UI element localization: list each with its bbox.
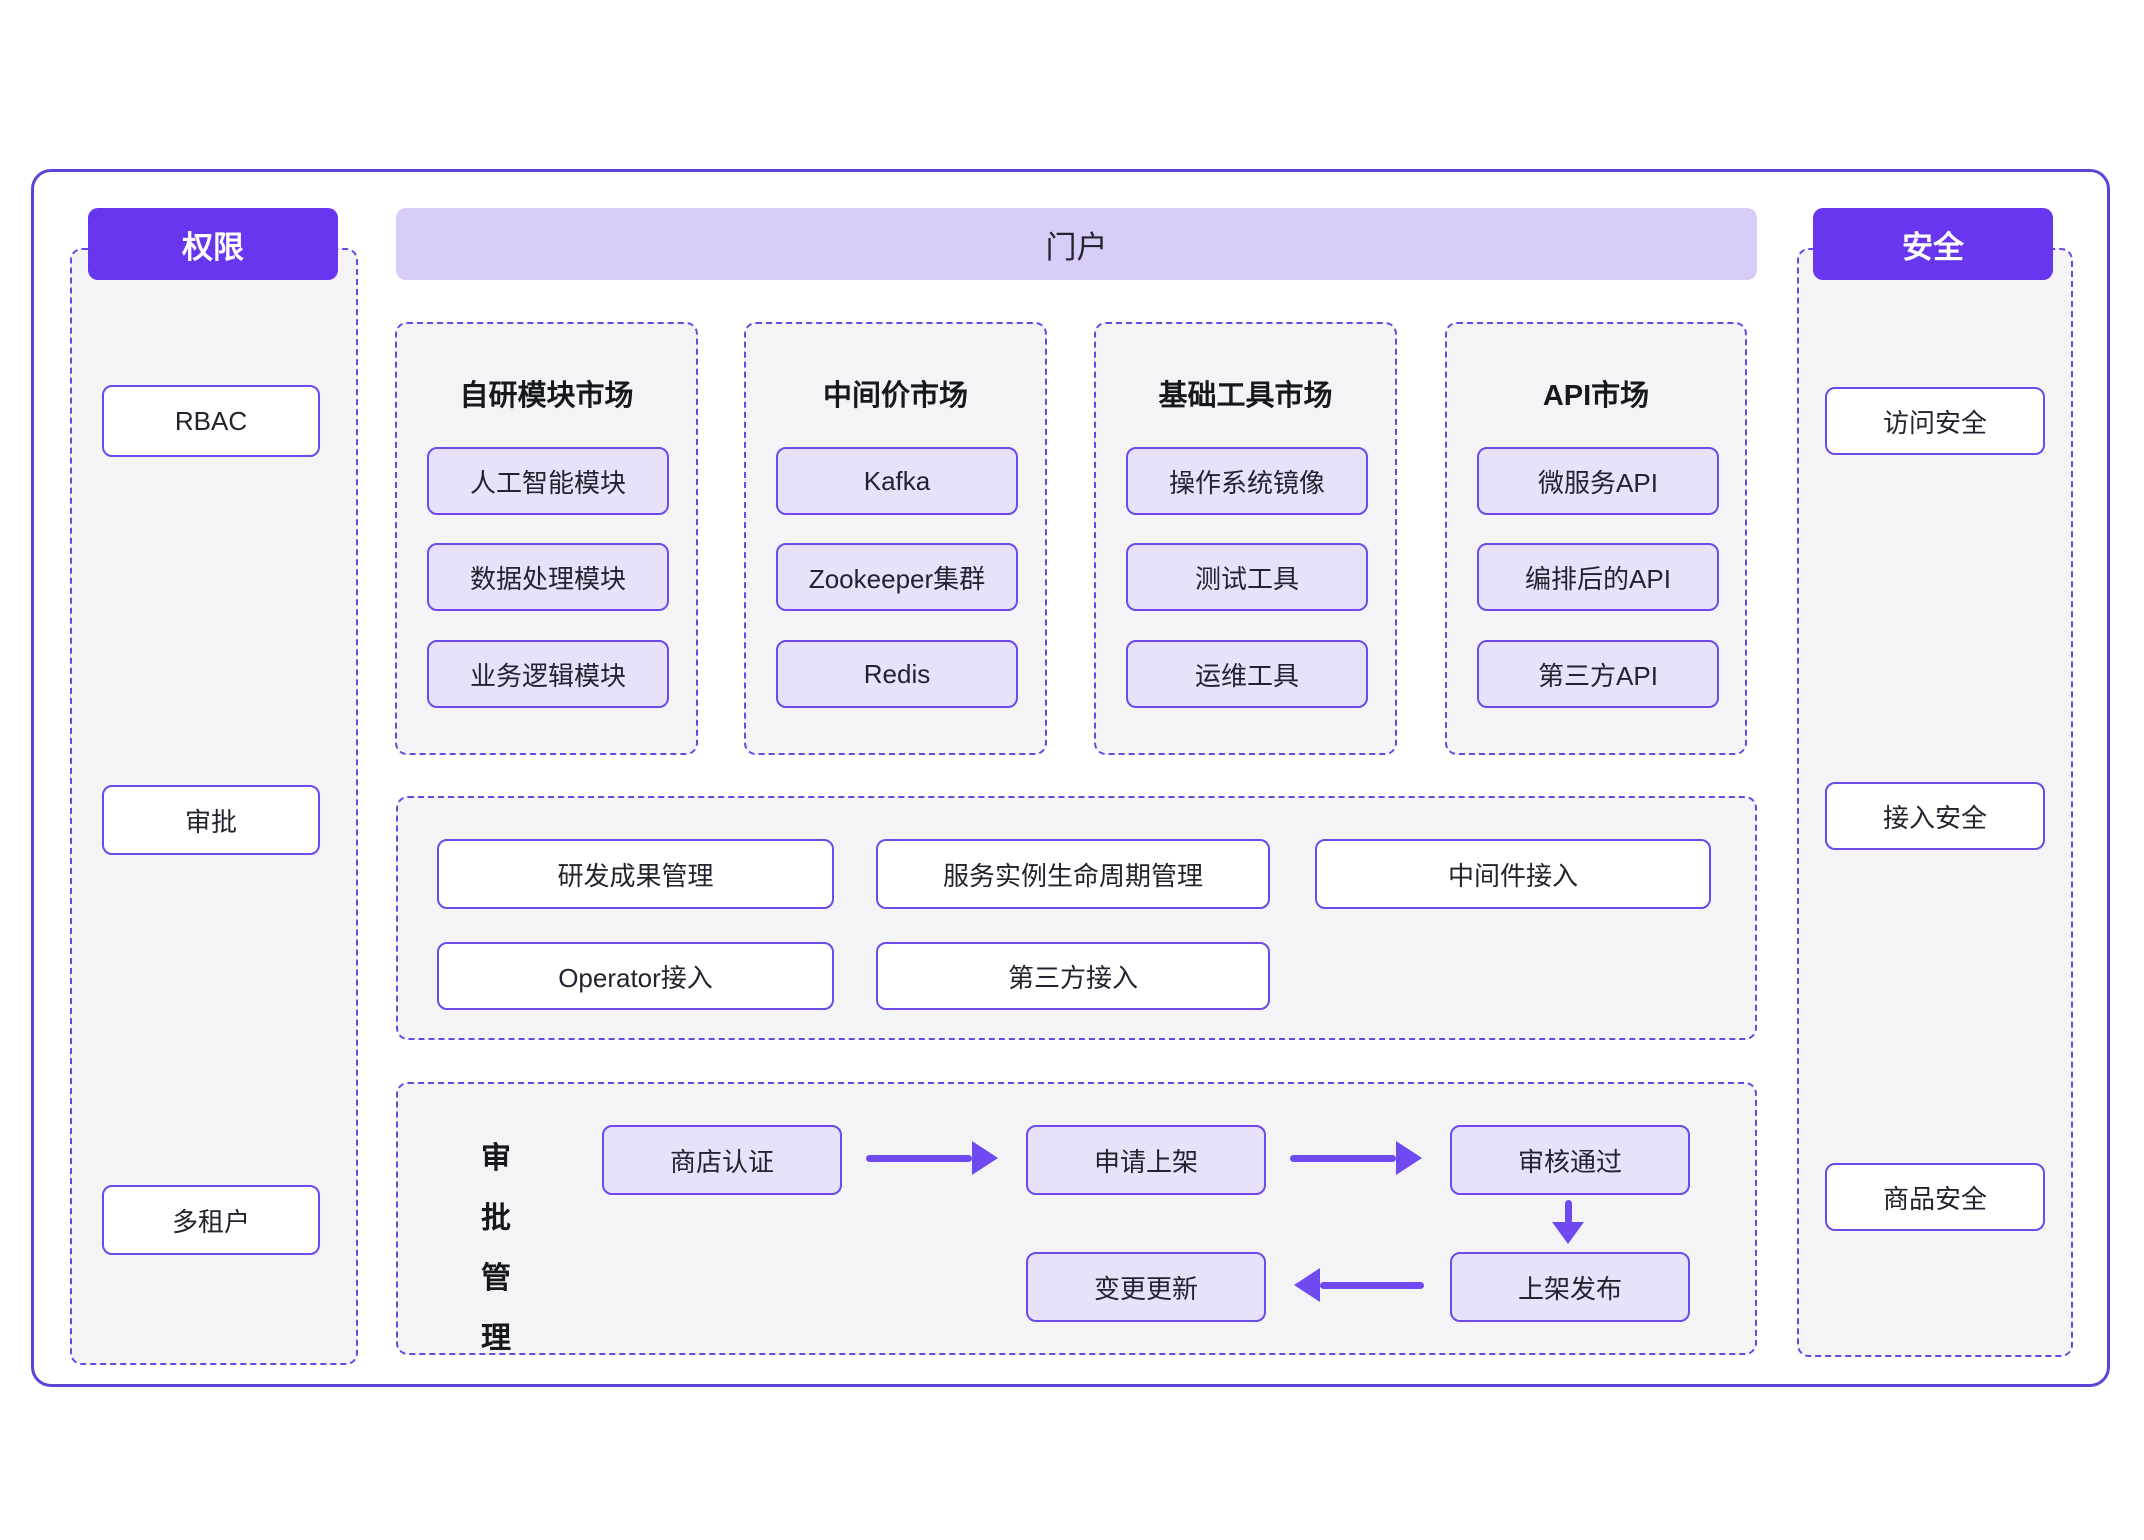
flow-arrowhead-down-icon: [1552, 1222, 1584, 1244]
flow-node-review-approved: 审核通过: [1450, 1125, 1690, 1195]
management-box-middleware-access: 中间件接入: [1315, 839, 1711, 909]
security-panel-header: 安全: [1813, 208, 2053, 280]
market-item: 第三方API: [1477, 640, 1719, 708]
permission-item-rbac: RBAC: [102, 385, 320, 457]
market-item: 数据处理模块: [427, 543, 669, 611]
security-item-product: 商品安全: [1825, 1163, 2045, 1231]
approval-section-title: 审 批 管 理: [464, 1129, 528, 1369]
flow-arrowhead-right-1-icon: [972, 1141, 998, 1175]
approval-title-char: 审: [481, 1142, 511, 1175]
security-item-integration: 接入安全: [1825, 782, 2045, 850]
permissions-panel-header: 权限: [88, 208, 338, 280]
portal-banner: 门户: [396, 208, 1757, 280]
approval-title-char: 批: [481, 1202, 511, 1235]
approval-title-char: 理: [481, 1322, 511, 1355]
market-item: Kafka: [776, 447, 1018, 515]
market-item: 人工智能模块: [427, 447, 669, 515]
approval-title-char: 管: [481, 1262, 511, 1295]
market-middleware: 中间价市场 Kafka Zookeeper集群 Redis: [744, 322, 1047, 755]
flow-node-publish: 上架发布: [1450, 1252, 1690, 1322]
market-title: 中间价市场: [822, 380, 968, 412]
permission-item-multitenant: 多租户: [102, 1185, 320, 1255]
flow-node-change-update: 变更更新: [1026, 1252, 1266, 1322]
management-box-rd-results: 研发成果管理: [437, 839, 834, 909]
flow-node-apply-listing: 申请上架: [1026, 1125, 1266, 1195]
market-basic-tools: 基础工具市场 操作系统镜像 测试工具 运维工具: [1094, 322, 1397, 755]
market-item: 编排后的API: [1477, 543, 1719, 611]
flow-arrowhead-left-icon: [1294, 1268, 1320, 1302]
flow-arrow-down-icon: [1565, 1200, 1572, 1224]
market-title: 自研模块市场: [459, 380, 634, 412]
market-api: API市场 微服务API 编排后的API 第三方API: [1445, 322, 1747, 755]
approval-flow-section: 审 批 管 理 商店认证 申请上架 审核通过 上架发布 变更更新: [396, 1082, 1757, 1355]
management-box-service-lifecycle: 服务实例生命周期管理: [876, 839, 1270, 909]
management-box-operator-access: Operator接入: [437, 942, 834, 1010]
flow-node-store-certification: 商店认证: [602, 1125, 842, 1195]
market-item: 测试工具: [1126, 543, 1368, 611]
flow-arrow-right-1-icon: [866, 1155, 972, 1162]
market-item: 运维工具: [1126, 640, 1368, 708]
market-self-developed-modules: 自研模块市场 人工智能模块 数据处理模块 业务逻辑模块: [395, 322, 698, 755]
market-item: 业务逻辑模块: [427, 640, 669, 708]
flow-arrow-left-icon: [1320, 1282, 1424, 1289]
permission-item-approval: 审批: [102, 785, 320, 855]
market-item: 操作系统镜像: [1126, 447, 1368, 515]
market-item: Zookeeper集群: [776, 543, 1018, 611]
market-title: API市场: [1542, 380, 1650, 412]
market-item: 微服务API: [1477, 447, 1719, 515]
security-item-access: 访问安全: [1825, 387, 2045, 455]
management-box-thirdparty-access: 第三方接入: [876, 942, 1270, 1010]
market-title: 基础工具市场: [1158, 380, 1333, 412]
management-section: 研发成果管理 服务实例生命周期管理 中间件接入 Operator接入 第三方接入: [396, 796, 1757, 1040]
flow-arrow-right-2-icon: [1290, 1155, 1396, 1162]
market-item: Redis: [776, 640, 1018, 708]
flow-arrowhead-right-2-icon: [1396, 1141, 1422, 1175]
